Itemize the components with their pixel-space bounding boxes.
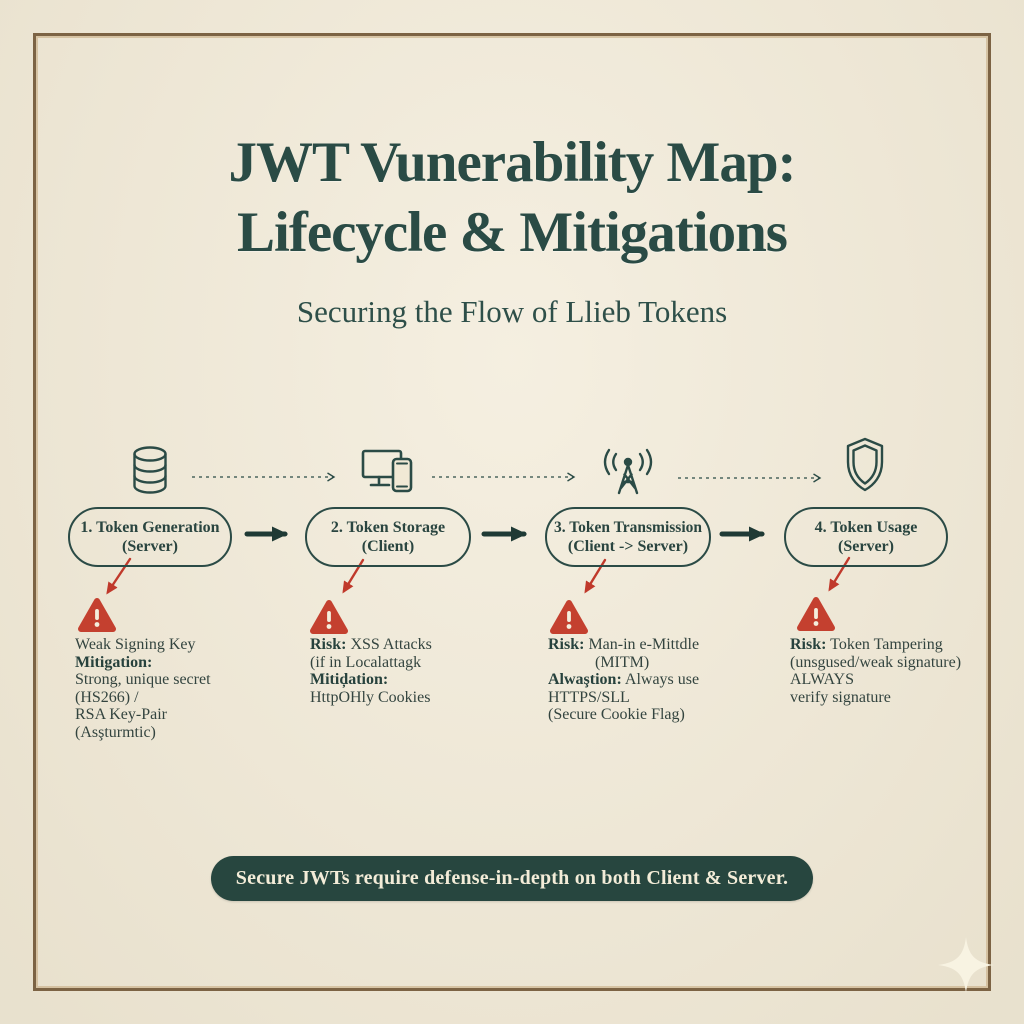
sparkle-icon — [938, 937, 994, 998]
risk-line2: (unsgused/weak signature) — [790, 653, 962, 671]
mitigation-line: Strong, unique secret (HS266) / — [75, 671, 211, 706]
shield-icon — [843, 437, 887, 493]
mitigation-head: Alwaştion: Always use — [548, 671, 706, 689]
step-box-token-generation: 1. Token Generation (Server) — [68, 507, 232, 567]
mitigation-head: Mitiḑation: — [310, 671, 482, 689]
summary-banner: Secure JWTs require defense-in-depth on … — [211, 856, 813, 901]
mitigation-inline: Always use — [621, 671, 700, 688]
mitigation-line: ALWAYS — [790, 671, 855, 688]
step-detail-token-usage: Risk: Token Tampering (unsgused/weak sig… — [790, 636, 962, 706]
step-box-sublabel: (Server) — [838, 538, 894, 555]
warning-icon — [309, 599, 349, 635]
step-box-label: 2. Token Storage — [330, 519, 446, 536]
mitigation-label: Alwaştion: — [548, 671, 622, 688]
mitigation-head: Mitigation: — [75, 654, 235, 672]
risk-line: Risk: Token Tampering — [790, 636, 962, 654]
risk-line2: (MITM) — [595, 653, 650, 671]
step-box-sublabel: (Client) — [361, 538, 415, 555]
warning-icon — [796, 596, 836, 632]
step-box-label: 1. Token Generation — [80, 519, 220, 536]
warning-icon — [549, 599, 589, 635]
mitigation-line: (Secure Cookie Flag) — [548, 706, 685, 723]
antenna-icon — [599, 443, 657, 497]
risk-label: Risk: — [548, 636, 585, 653]
mitigation-label: Mitigation: — [75, 653, 153, 671]
risk-line: Risk: XSS Attacks — [310, 636, 482, 654]
step-box-token-usage: 4. Token Usage (Server) — [784, 507, 948, 567]
step-box-label: 3. Token Transmission — [553, 519, 703, 536]
mitigation-label: Mitiḑation: — [310, 671, 389, 688]
risk-text: Weak Signing Key — [75, 636, 196, 653]
warning-icon — [77, 597, 117, 633]
risk-text: XSS Attacks — [346, 636, 432, 653]
step-detail-token-generation: Weak Signing Key Mitigation: Strong, uni… — [75, 636, 235, 741]
risk-line: Weak Signing Key — [75, 636, 235, 654]
mitigation-line: HttpOHly Cookies — [310, 688, 431, 706]
decorative-border-frame — [33, 33, 991, 991]
mitigation-line: RSA Key-Pair (Asşturmtic) — [75, 706, 167, 741]
summary-banner-text: Secure JWTs require defense-in-depth on … — [235, 867, 789, 889]
page-title-line1: JWT Vunerability Map: — [228, 131, 796, 194]
step-box-sublabel: (Client -> Server) — [567, 538, 689, 555]
page-subtitle: Securing the Flow of Llieb Tokens — [296, 294, 728, 329]
risk-label: Risk: — [790, 636, 827, 653]
risk-text: Token Tampering — [826, 636, 943, 653]
step-box-token-storage: 2. Token Storage (Client) — [305, 507, 471, 567]
risk-line: Risk: Man-in e-Mittdle — [548, 636, 706, 654]
risk-label: Risk: — [310, 636, 347, 653]
mitigation-line: verify signature — [790, 688, 891, 706]
risk-text: Man-in e-Mittdle — [584, 636, 700, 653]
step-box-label: 4. Token Usage — [814, 519, 918, 536]
step-detail-token-storage: Risk: XSS Attacks (if in Localattagk Mit… — [310, 636, 482, 706]
step-detail-token-transmission: Risk: Man-in e-Mittdle (MITM) Alwaştion:… — [548, 636, 706, 724]
mitigation-line: HTTPS/SLL — [548, 688, 630, 706]
step-box-sublabel: (Server) — [122, 538, 178, 555]
page-title-line2: Lifecycle & Mitigations — [236, 201, 788, 264]
header: JWT Vunerability Map: Lifecycle & Mitiga… — [0, 128, 1024, 330]
risk-line2: (if in Localattagk — [310, 653, 422, 671]
devices-icon — [361, 449, 417, 493]
step-box-token-transmission: 3. Token Transmission (Client -> Server) — [545, 507, 711, 567]
database-icon — [129, 445, 171, 495]
